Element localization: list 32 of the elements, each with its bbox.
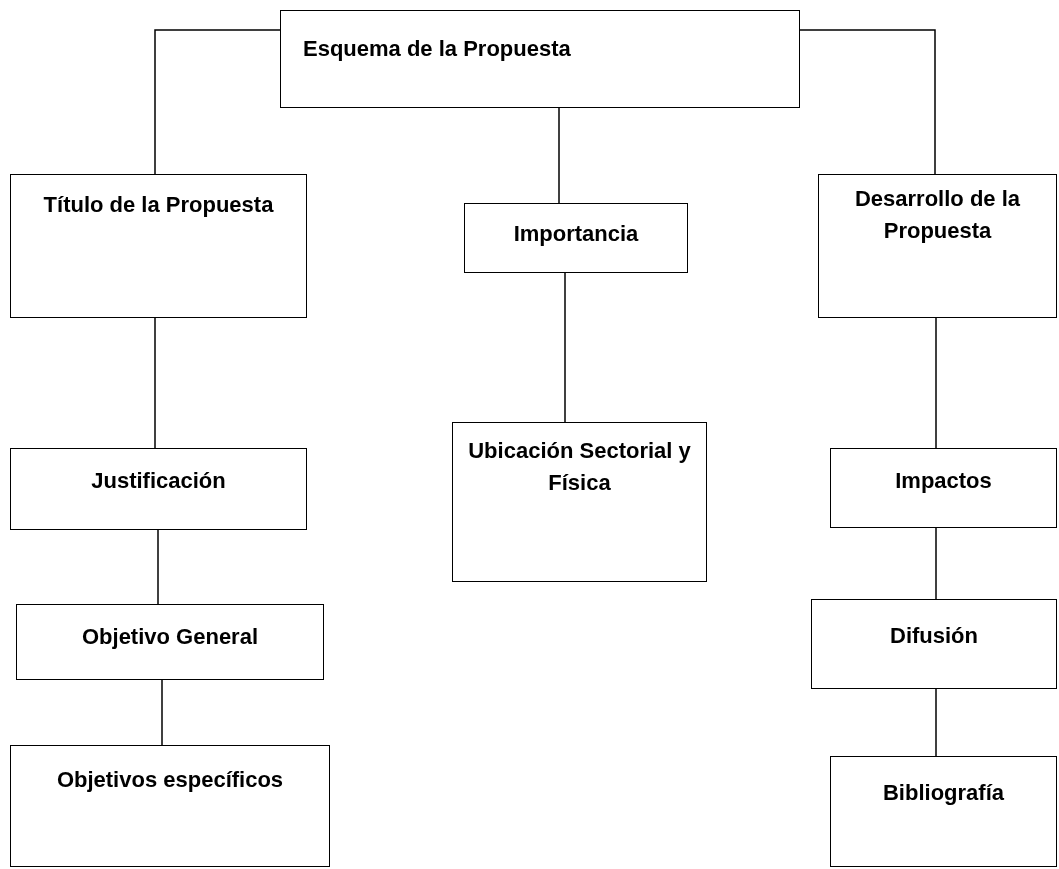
text-box	[830, 448, 1057, 528]
text-box	[10, 448, 307, 530]
box-label: Justificación	[90, 467, 227, 495]
box-label: Bibliografía	[882, 779, 1005, 807]
box-label: Objetivos específicos	[55, 766, 285, 794]
connector-line	[154, 317, 156, 449]
connector-line	[558, 107, 560, 204]
connector-line	[935, 527, 937, 600]
box-label: Objetivo General	[80, 623, 260, 651]
connector-line	[935, 317, 937, 449]
box-label: Difusión	[889, 622, 979, 650]
connector-line	[799, 29, 936, 175]
connector-line	[154, 29, 281, 175]
text-box	[830, 756, 1057, 867]
text-box	[16, 604, 324, 680]
text-box	[280, 10, 800, 108]
connector-line	[161, 679, 163, 746]
connector-line	[157, 529, 159, 605]
connector-line	[564, 272, 566, 423]
text-box	[10, 174, 307, 318]
text-box	[10, 745, 330, 867]
box-label: Importancia	[512, 220, 640, 248]
box-label: Esquema de la Propuesta	[302, 35, 572, 63]
text-box	[452, 422, 707, 582]
connector-line	[935, 688, 937, 757]
box-label: Título de la Propuesta	[42, 191, 275, 219]
box-label: Impactos	[894, 467, 993, 495]
box-label: Ubicación Sectorial y Física	[467, 437, 692, 497]
text-box	[818, 174, 1057, 318]
text-box	[811, 599, 1057, 689]
box-label: Desarrollo de la Propuesta	[853, 185, 1022, 245]
text-box	[464, 203, 688, 273]
